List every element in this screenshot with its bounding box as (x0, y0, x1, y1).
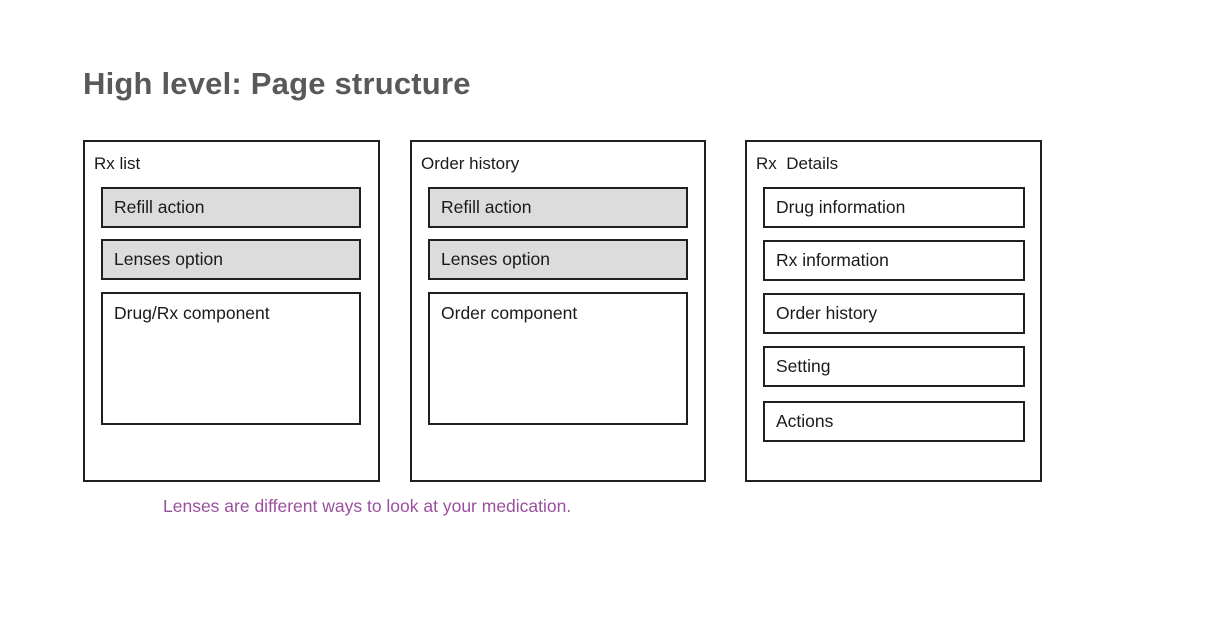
box-lenses-option-label: Lenses option (114, 249, 223, 269)
box-drug-information: Drug information (763, 187, 1025, 228)
box-order-history-label: Order history (776, 303, 878, 323)
box-refill-action-2-label: Refill action (441, 197, 532, 217)
panel-rx-list: Rx list Refill action Lenses option Drug… (83, 140, 380, 482)
box-lenses-option: Lenses option (101, 239, 361, 280)
caption-lenses-note: Lenses are different ways to look at you… (163, 496, 572, 516)
box-setting: Setting (763, 346, 1025, 387)
box-drug-rx-component-label: Drug/Rx component (114, 303, 270, 323)
panel-order-history: Order history Refill action Lenses optio… (410, 140, 706, 482)
box-refill-action: Refill action (101, 187, 361, 228)
box-setting-label: Setting (776, 356, 831, 376)
box-refill-action-2: Refill action (428, 187, 688, 228)
box-rx-information-label: Rx information (776, 250, 889, 270)
box-actions: Actions (763, 401, 1025, 442)
panel-order-history-title: Order history (421, 154, 520, 173)
box-drug-information-label: Drug information (776, 197, 906, 217)
box-rx-information: Rx information (763, 240, 1025, 281)
panel-rx-details: Rx Details Drug information Rx informati… (745, 140, 1042, 482)
panel-rx-list-title: Rx list (94, 154, 141, 173)
box-order-history: Order history (763, 293, 1025, 334)
box-actions-label: Actions (776, 411, 834, 431)
page-title: High level: Page structure (83, 66, 471, 101)
box-order-component-label: Order component (441, 303, 578, 323)
box-refill-action-label: Refill action (114, 197, 205, 217)
box-drug-rx-component: Drug/Rx component (101, 292, 361, 425)
box-lenses-option-2-label: Lenses option (441, 249, 550, 269)
box-lenses-option-2: Lenses option (428, 239, 688, 280)
panel-rx-details-title: Rx Details (756, 154, 839, 173)
box-order-component: Order component (428, 292, 688, 425)
